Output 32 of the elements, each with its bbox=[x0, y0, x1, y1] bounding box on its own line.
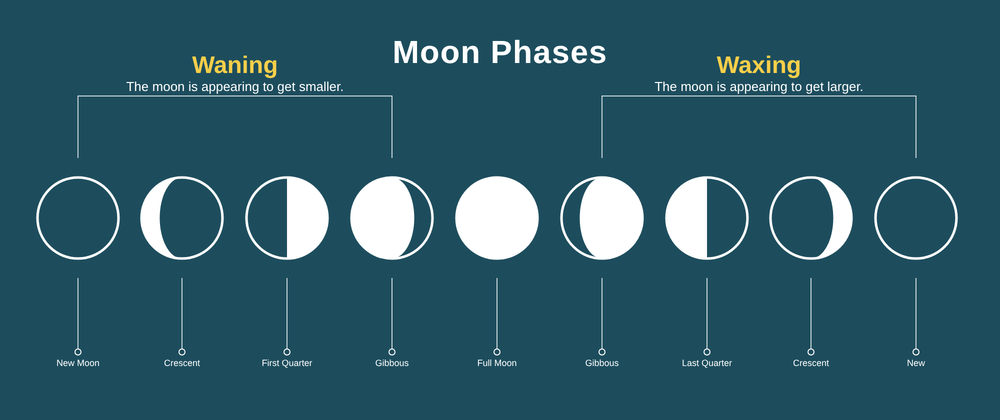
leader-line bbox=[704, 278, 710, 356]
phase-label: Last Quarter bbox=[682, 357, 732, 370]
phase-label: Crescent bbox=[793, 357, 829, 370]
moon-phase-drawing bbox=[560, 176, 644, 260]
moon-phase-drawing bbox=[350, 176, 434, 260]
moon-phase-drawing bbox=[245, 176, 329, 260]
leader-line bbox=[912, 278, 920, 356]
leader-line bbox=[388, 278, 396, 356]
phase-label: Gibbous bbox=[375, 357, 409, 370]
leader-line bbox=[494, 278, 500, 356]
moon-phase-drawing bbox=[665, 176, 749, 260]
moon-phase-drawing bbox=[455, 176, 539, 260]
phase-label: Full Moon bbox=[477, 357, 517, 370]
moon-phase-drawing bbox=[769, 176, 853, 260]
title: Moon Phases bbox=[392, 33, 608, 72]
leader-line bbox=[178, 278, 186, 356]
leader-line bbox=[284, 278, 290, 356]
phase-label: New Moon bbox=[56, 357, 100, 370]
phase-label: Crescent bbox=[164, 357, 200, 370]
moon-phase-drawing bbox=[140, 176, 224, 260]
section-heading: Waxing bbox=[716, 51, 802, 81]
section-heading: Waning bbox=[192, 51, 278, 81]
phase-label: First Quarter bbox=[262, 357, 312, 370]
moon-phase-drawing bbox=[874, 176, 958, 260]
leader-line bbox=[598, 278, 606, 356]
phase-label: New bbox=[907, 357, 925, 370]
leader-line bbox=[808, 278, 814, 356]
moon-phase-drawing bbox=[36, 176, 120, 260]
section-description: The moon is appearing to get larger. bbox=[654, 78, 864, 96]
phase-label: Gibbous bbox=[585, 357, 619, 370]
section-description: The moon is appearing to get smaller. bbox=[126, 78, 344, 96]
leader-line bbox=[74, 278, 82, 356]
